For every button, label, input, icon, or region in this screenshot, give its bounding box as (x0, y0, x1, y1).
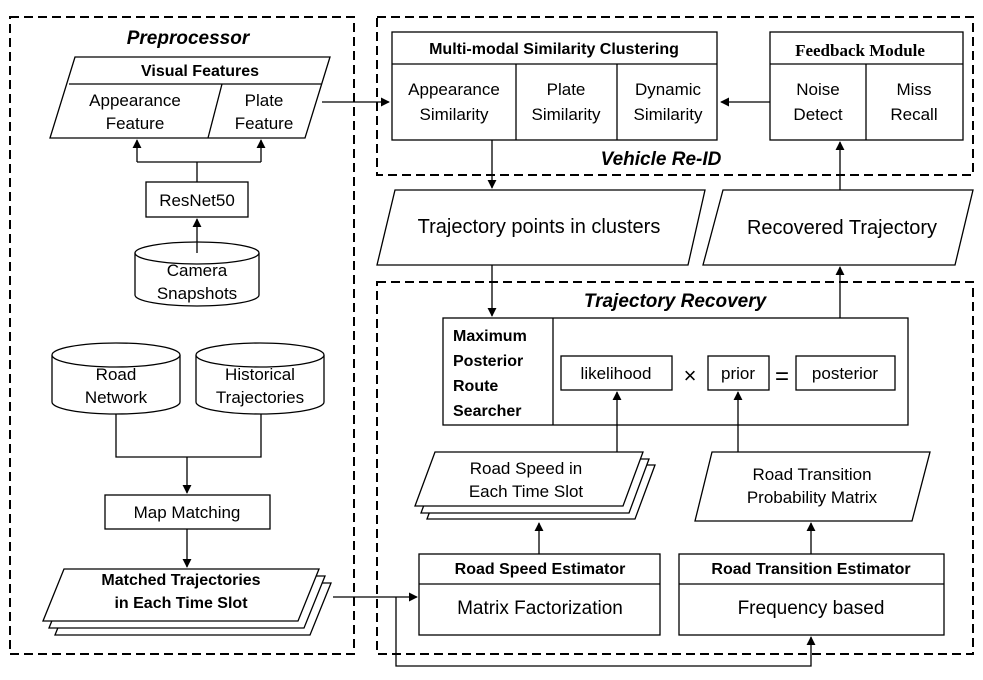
road-speed-line1: Road Speed in (470, 459, 582, 478)
plate-similarity-line2: Similarity (532, 105, 601, 124)
plate-feature-line1: Plate (245, 91, 284, 110)
prior-box (707, 355, 770, 391)
road-network-db: Road Network (51, 342, 181, 415)
appearance-similarity-line1: Appearance (408, 80, 500, 99)
feedback-module-block: Feedback Module Noise Detect Miss Recall (769, 31, 964, 141)
line-db-merge (115, 414, 262, 458)
road-network-top (51, 342, 181, 368)
noise-detect-line1: Noise (796, 80, 839, 99)
vehicle-reid-panel: Vehicle Re-ID Multi-modal Similarity Clu… (376, 16, 974, 176)
vehicle-reid-title: Vehicle Re-ID (601, 149, 722, 170)
historical-trajectories-body (195, 355, 325, 415)
appearance-feature-line2: Feature (106, 114, 165, 133)
speed-estimator-title: Road Speed Estimator (455, 561, 626, 578)
recovered-trajectory-block: Recovered Trajectory (702, 189, 974, 266)
transition-estimator-method: Frequency based (738, 598, 885, 619)
likelihood-box (560, 355, 673, 391)
trajectory-points-label: Trajectory points in clusters (418, 216, 661, 238)
plate-similarity-line1: Plate (547, 80, 586, 99)
trajectory-recovery-border (376, 281, 974, 655)
preprocessor-connectors (115, 139, 266, 568)
transition-estimator-box (678, 553, 945, 636)
recovered-trajectory-label: Recovered Trajectory (747, 217, 937, 239)
matched-trajectories-layer1 (42, 568, 320, 622)
appearance-similarity-line2: Similarity (420, 105, 489, 124)
miss-recall-line1: Miss (897, 80, 932, 99)
historical-trajectories-db: Historical Trajectories (195, 342, 325, 415)
transition-matrix-line2: Probability Matrix (747, 488, 878, 507)
matched-trajectories-line1: Matched Trajectories (101, 572, 260, 589)
matched-trajectories-line2: in Each Time Slot (114, 595, 248, 612)
recovered-trajectory-shape (702, 189, 974, 266)
cross-panel-connectors (322, 97, 845, 667)
transition-matrix-line1: Road Transition (752, 465, 871, 484)
posterior-box (795, 355, 896, 391)
historical-trajectories-top (195, 342, 325, 368)
posterior-label: posterior (812, 364, 878, 383)
visual-features-shape (49, 56, 331, 139)
visual-features-title: Visual Features (141, 63, 259, 80)
map-matching-block: Map Matching (104, 494, 271, 530)
preprocessor-panel: Preprocessor Visual Features Appearance … (9, 16, 355, 655)
road-speed-layer1 (414, 451, 644, 507)
noise-detect-line2: Detect (793, 105, 842, 124)
map-matching-label: Map Matching (134, 503, 241, 522)
plate-feature-line2: Feature (235, 114, 294, 133)
historical-trajectories-line1: Historical (225, 365, 295, 384)
route-searcher-line4: Searcher (453, 403, 522, 420)
speed-estimator-box (418, 553, 661, 636)
resnet-box (145, 181, 249, 218)
trajectory-points-block: Trajectory points in clusters (376, 189, 706, 266)
preprocessor-title: Preprocessor (127, 28, 251, 49)
arrow-matched-to-transition-estimator (395, 597, 816, 667)
transition-estimator-title: Road Transition Estimator (711, 561, 910, 578)
camera-snapshots-body (134, 253, 260, 307)
resnet-block: ResNet50 (145, 181, 249, 218)
dynamic-similarity-line1: Dynamic (635, 80, 702, 99)
matched-trajectories-stack: Matched Trajectories in Each Time Slot (42, 568, 332, 636)
clustering-block: Multi-modal Similarity Clustering Appear… (391, 31, 718, 141)
trajectory-recovery-title: Trajectory Recovery (584, 291, 768, 312)
trajectory-points-shape (376, 189, 706, 266)
road-network-line2: Network (85, 388, 148, 407)
transition-matrix-block: Road Transition Probability Matrix (694, 451, 931, 522)
speed-estimator-method: Matrix Factorization (457, 598, 623, 619)
recovery-connectors (534, 391, 816, 554)
visual-features-block: Visual Features Appearance Feature Plate… (49, 56, 331, 139)
route-searcher-line1: Maximum (453, 328, 527, 345)
clustering-title: Multi-modal Similarity Clustering (429, 41, 679, 58)
prior-label: prior (721, 364, 755, 383)
road-speed-line2: Each Time Slot (469, 482, 584, 501)
likelihood-label: likelihood (581, 364, 652, 383)
road-network-line1: Road (96, 365, 137, 384)
clustering-box (391, 31, 718, 141)
transition-estimator-block: Road Transition Estimator Frequency base… (678, 553, 945, 636)
vehicle-reid-border (376, 16, 974, 176)
route-searcher-block: Maximum Posterior Route Searcher likelih… (442, 317, 909, 426)
appearance-feature-line1: Appearance (89, 91, 181, 110)
road-speed-stack: Road Speed in Each Time Slot (414, 451, 656, 520)
feedback-module-title: Feedback Module (795, 41, 925, 60)
miss-recall-line2: Recall (890, 105, 937, 124)
visual-features-split (207, 83, 223, 139)
times-symbol: × (684, 363, 697, 388)
dynamic-similarity-line2: Similarity (634, 105, 703, 124)
transition-matrix-shape (694, 451, 931, 522)
route-searcher-line3: Route (453, 378, 498, 395)
resnet-label: ResNet50 (159, 191, 235, 210)
preprocessor-border (9, 16, 355, 655)
route-searcher-line2: Posterior (453, 353, 523, 370)
road-network-body (51, 355, 181, 415)
equals-symbol: = (775, 363, 789, 390)
speed-estimator-block: Road Speed Estimator Matrix Factorizatio… (418, 553, 661, 636)
historical-trajectories-line2: Trajectories (216, 388, 304, 407)
trajectory-recovery-panel: Trajectory Recovery Maximum Posterior Ro… (376, 281, 974, 655)
camera-snapshots-line2: Snapshots (157, 284, 237, 303)
camera-snapshots-line1: Camera (167, 261, 228, 280)
